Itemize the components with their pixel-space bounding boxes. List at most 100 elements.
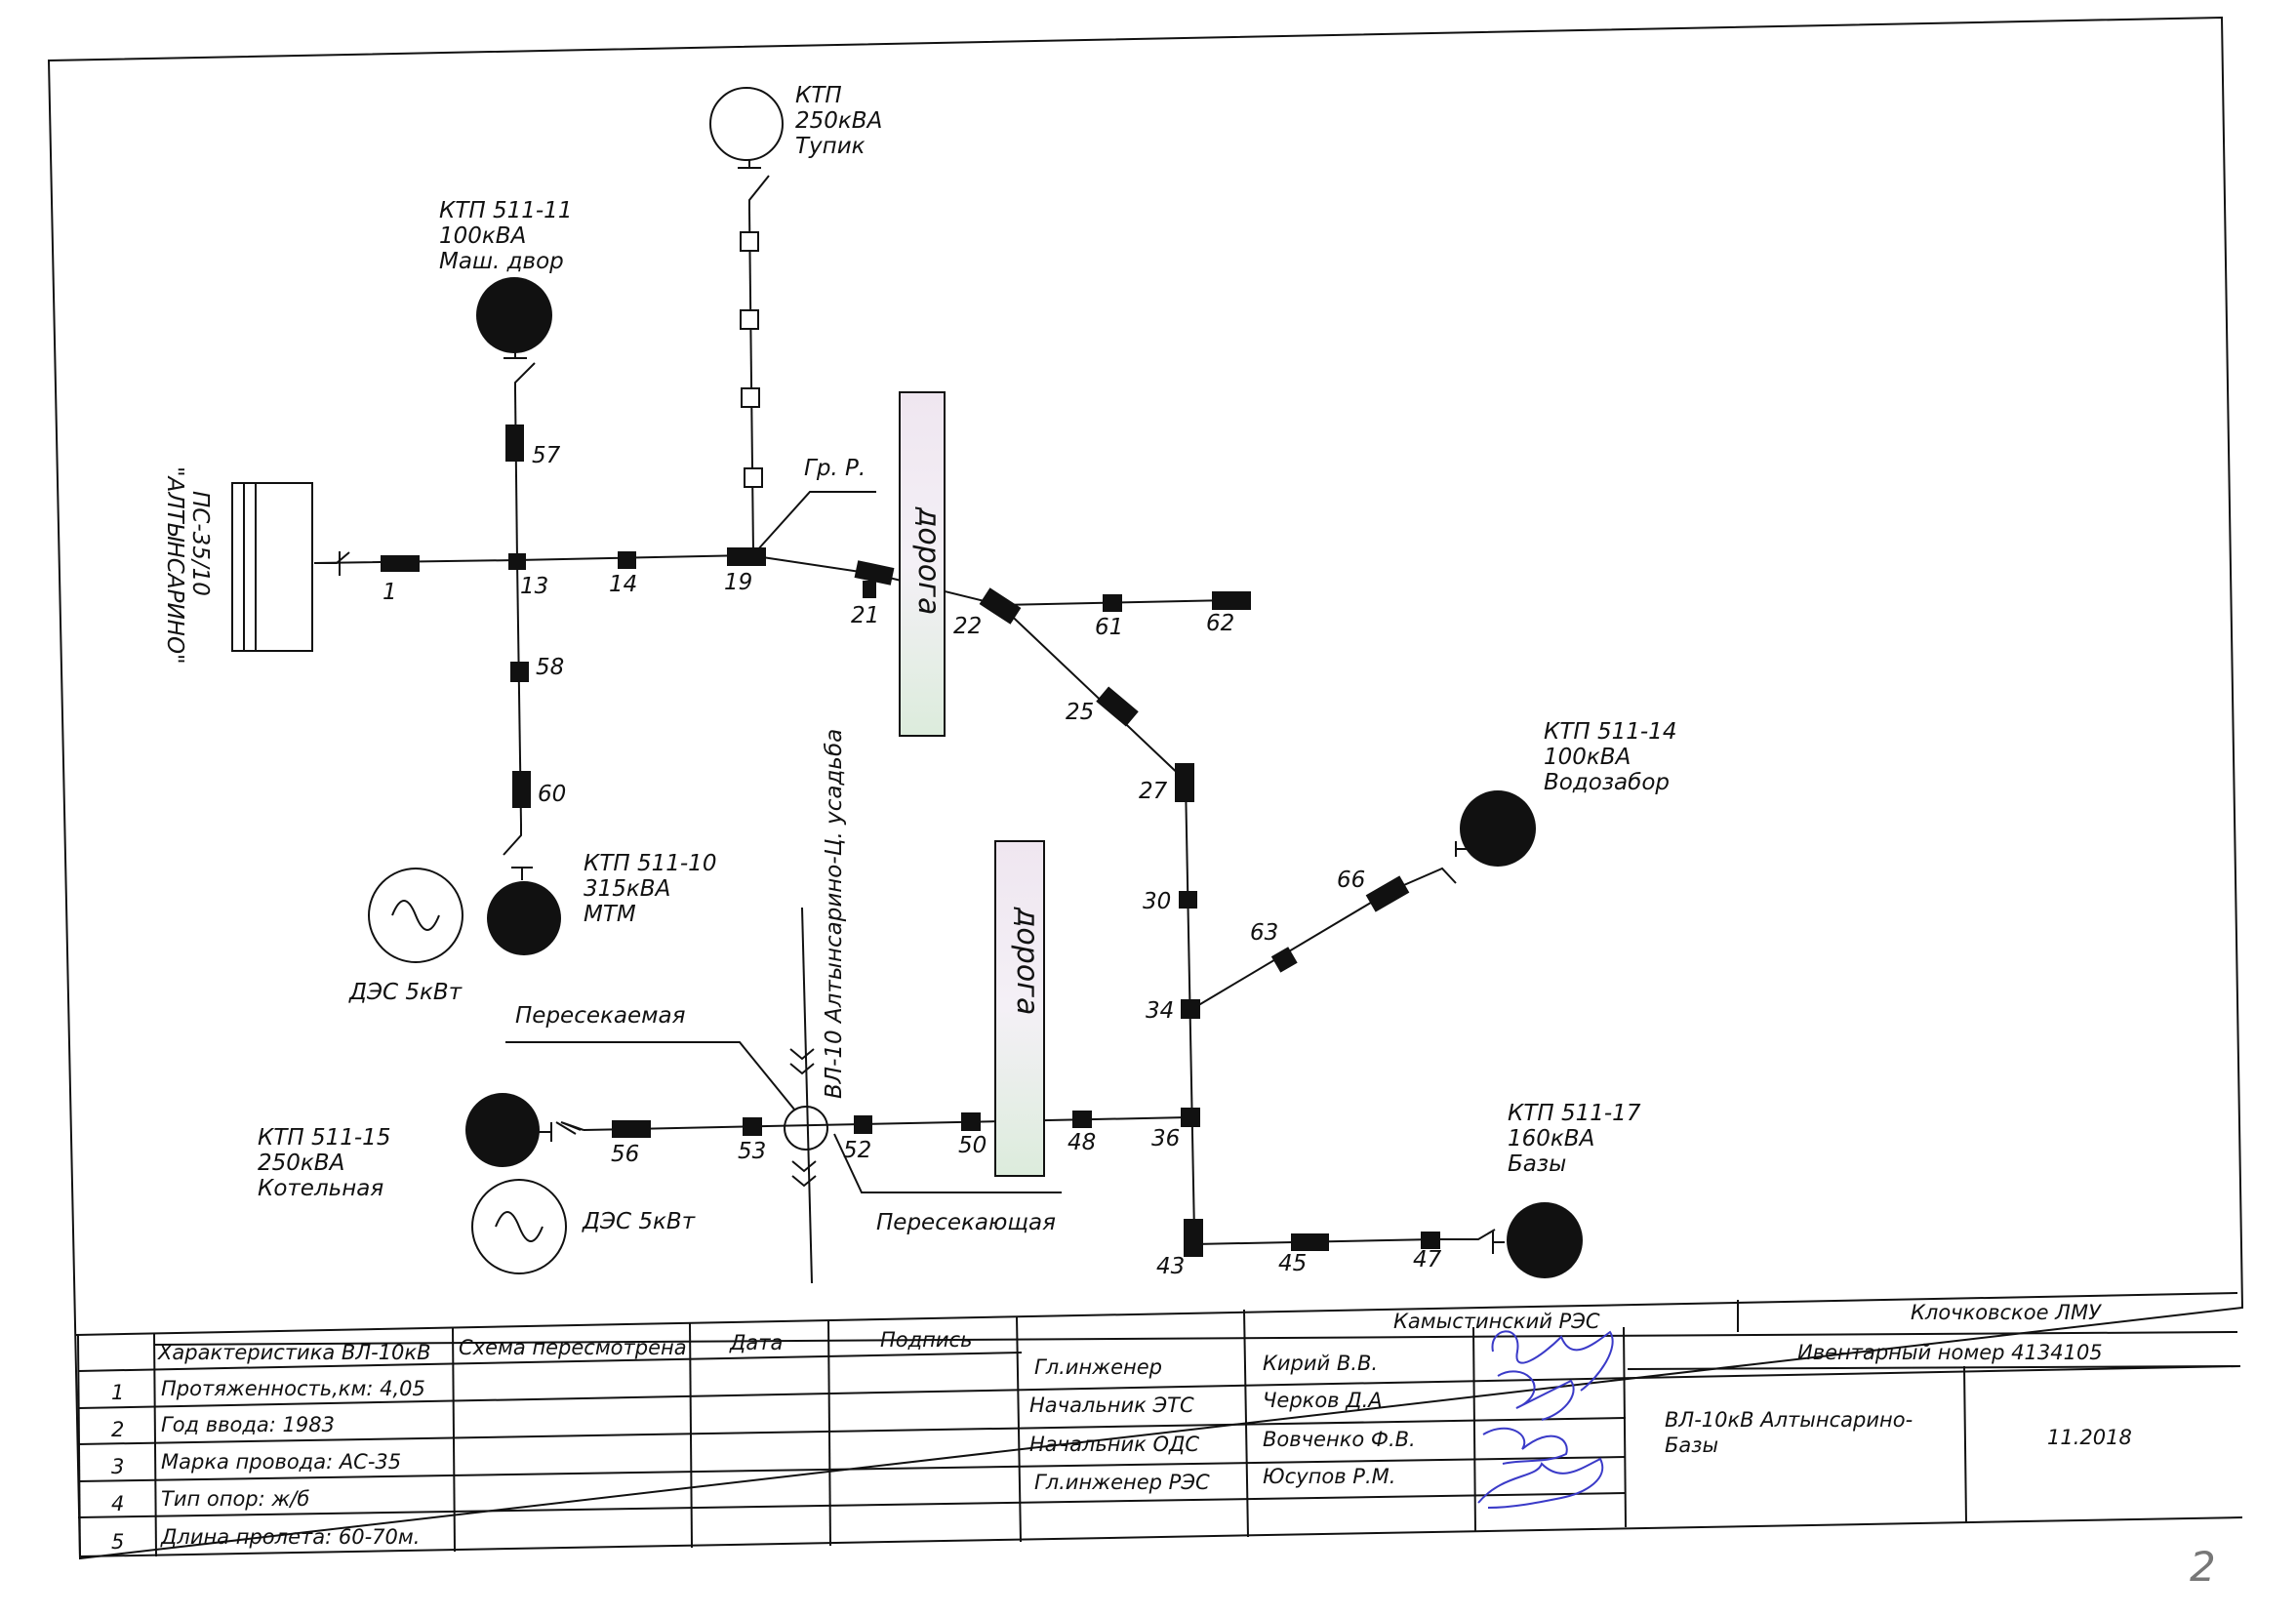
ktp-k11-label-3: Маш. двор — [439, 249, 564, 274]
switch-k10 — [503, 825, 522, 856]
tb-position-3: Начальник ОДС — [1029, 1433, 1199, 1456]
line-main-2 — [748, 554, 1187, 782]
pole-label-13: 13 — [520, 574, 548, 599]
pole-label-1: 1 — [383, 580, 397, 605]
pole-label-56: 56 — [611, 1142, 639, 1167]
switch-k17 — [1434, 1229, 1496, 1240]
pole-63 — [1270, 947, 1298, 973]
tb-row-1-num: 1 — [111, 1381, 124, 1404]
pole-label-63: 63 — [1250, 920, 1278, 946]
pole-13 — [508, 553, 526, 570]
line-main — [313, 554, 750, 564]
pole-label-61: 61 — [1095, 615, 1123, 640]
tb-col-characteristic: Характеристика ВЛ-10кВ — [157, 1341, 431, 1364]
ktp-k15-label-2: 250кВА — [258, 1151, 344, 1176]
road-1 — [899, 391, 946, 737]
pole-label-57: 57 — [532, 443, 561, 468]
pole-61 — [1103, 594, 1122, 612]
handwritten-signatures — [1477, 1330, 1614, 1509]
pole-36 — [1181, 1108, 1200, 1127]
pole-60 — [512, 771, 531, 808]
pole-50 — [961, 1112, 981, 1131]
crossed-label: Пересекаемая — [515, 1003, 686, 1029]
ktp-k14-label-3: Водозабор — [1544, 770, 1670, 795]
des-1-sine-icon — [391, 900, 440, 931]
pole-label-66: 66 — [1337, 868, 1365, 893]
line-19-tupik — [748, 209, 754, 553]
pole-52 — [854, 1115, 872, 1134]
pole-21-foot — [863, 581, 876, 598]
switch-k11 — [514, 362, 536, 390]
tb-org-lmu: Клочковское ЛМУ — [1911, 1301, 2102, 1324]
ktp-k17-label-1: КТП 511-17 — [1508, 1101, 1641, 1126]
tb-name-4: Юсупов Р.М. — [1263, 1465, 1395, 1488]
substation-switch — [314, 551, 350, 564]
tb-row-3-num: 3 — [111, 1455, 124, 1478]
leader-crossing — [833, 1133, 1062, 1193]
ktp-k14-symbol — [1460, 790, 1536, 867]
pole-label-21: 21 — [851, 603, 879, 628]
pole-14 — [618, 551, 636, 569]
pole-label-30: 30 — [1143, 889, 1171, 914]
pole-label-14: 14 — [609, 572, 637, 597]
pole-label-60: 60 — [538, 782, 566, 807]
tb-date: 11.2018 — [2047, 1426, 2132, 1449]
switch-k15 — [560, 1121, 584, 1131]
tb-name-3: Вовченко Ф.В. — [1263, 1428, 1416, 1451]
switch-tupik — [748, 175, 770, 210]
pole-1 — [381, 555, 420, 572]
pole-57 — [505, 424, 524, 462]
tb-title-line2: Базы — [1665, 1434, 1718, 1457]
tb-row-2-num: 2 — [111, 1418, 124, 1441]
ktp-k17-label-2: 160кВА — [1508, 1126, 1594, 1151]
substation-label-2: "АЛТЫНСАРИНО" — [162, 466, 187, 665]
crossing-label: Пересекающая — [876, 1210, 1056, 1235]
tb-position-1: Гл.инженер — [1034, 1355, 1162, 1379]
tb-row-3-text: Марка провода: АС-35 — [161, 1450, 401, 1474]
pole-label-48: 48 — [1067, 1130, 1096, 1155]
tb-col-reviewed: Схема пересмотрена — [459, 1336, 687, 1359]
ktp-k15-label-3: Котельная — [258, 1176, 383, 1201]
pole-48 — [1072, 1111, 1092, 1128]
ktp-tupik-label-3: Тупик — [795, 134, 866, 159]
ktp-tupik-label-1: КТП — [795, 83, 842, 108]
pole-25 — [1096, 686, 1139, 727]
pole-45 — [1291, 1233, 1329, 1251]
ktp-k10-label-2: 315кВА — [584, 876, 670, 902]
ktp-k15-label-1: КТП 511-15 — [258, 1125, 390, 1151]
line-34-66 — [1189, 890, 1391, 1011]
crossing-line-vl10 — [801, 907, 813, 1284]
pole-62 — [1212, 591, 1251, 610]
pole-label-58: 58 — [536, 655, 564, 680]
line-36-56 — [583, 1116, 1189, 1131]
leader-gr-r — [756, 491, 876, 551]
pole-43 — [1184, 1219, 1203, 1257]
pole-27 — [1175, 763, 1194, 802]
pole-label-47: 47 — [1413, 1247, 1442, 1273]
substation-label-1: ПС-35/10 — [187, 491, 213, 596]
tb-col-date: Дата — [729, 1331, 783, 1354]
ktp-k11-label-1: КТП 511-11 — [439, 198, 572, 223]
tb-row-5-text: Длина пролета: 60-70м. — [160, 1525, 420, 1549]
tb-name-2: Черков Д.А — [1263, 1389, 1383, 1412]
pole-label-52: 52 — [843, 1138, 871, 1163]
ktp-k10-label-1: КТП 511-10 — [584, 851, 716, 876]
ktp-k10-label-3: МТМ — [584, 902, 636, 927]
road-1-label: дорога — [911, 506, 946, 616]
ktp-k11-symbol — [476, 277, 552, 353]
ktp-k14-label-1: КТП 511-14 — [1544, 719, 1676, 745]
road-2 — [994, 840, 1045, 1177]
pole-53 — [743, 1117, 762, 1136]
ktp-tupik-label-2: 250кВА — [795, 108, 882, 134]
pole-22 — [979, 587, 1022, 625]
tb-row-4-text: Тип опор: ж/б — [161, 1487, 309, 1511]
pole-47 — [1421, 1232, 1440, 1249]
tb-row-2-text: Год ввода: 1983 — [161, 1413, 335, 1436]
tb-title-line1: ВЛ-10кВ Алтынсарино- — [1665, 1408, 1913, 1432]
sheet-frame — [47, 16, 2244, 1560]
ktp-k17-symbol — [1507, 1202, 1583, 1278]
ktp-k11-label-2: 100кВА — [439, 223, 526, 249]
ktp-k14-label-2: 100кВА — [1544, 745, 1631, 770]
ktp-k10-symbol — [487, 881, 561, 955]
